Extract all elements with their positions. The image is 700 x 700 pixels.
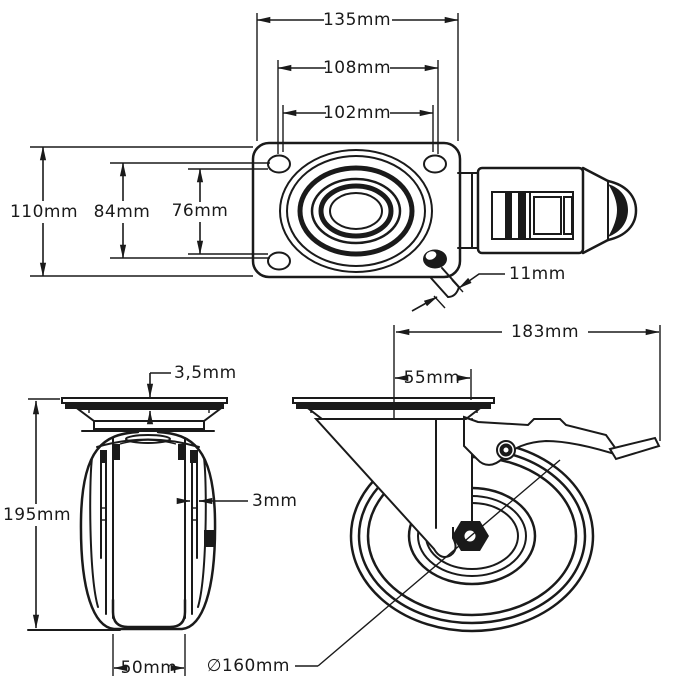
wheel-top-view <box>457 166 638 255</box>
brake-tab-front <box>204 530 214 547</box>
dimension-fork-thickness: 3mm <box>176 491 297 511</box>
fork-thickness-label: 3mm <box>252 491 297 511</box>
dimension-hole-span-outer: 108mm <box>277 58 439 154</box>
dimension-plate-width: 135mm <box>256 10 459 141</box>
brake-pedal <box>608 436 661 461</box>
hole-diameter-label: 11mm <box>509 264 566 284</box>
dimension-plate-thickness: 3,5mm <box>146 363 237 425</box>
dimension-hole-diameter: 11mm <box>411 264 566 312</box>
hole-span-v-inner-label: 76mm <box>172 201 229 221</box>
dimension-hole-span-inner: 102mm <box>282 103 434 152</box>
dimension-overall-height: 195mm <box>3 398 71 629</box>
plate-width-label: 135mm <box>323 10 391 30</box>
plate-thickness-label: 3,5mm <box>174 363 237 383</box>
fork-leg <box>313 418 457 558</box>
plate-depth-label: 110mm <box>10 202 78 222</box>
swivel-offset-label: 55mm <box>404 368 461 388</box>
front-view: 195mm 3,5mm 3mm 50mm <box>3 363 297 678</box>
wheel-width-label: 50mm <box>121 658 178 678</box>
top-view: 135mm 108mm 102mm 110mm <box>10 10 638 312</box>
overall-length-label: 183mm <box>511 322 579 342</box>
hole-span-v-outer-label: 84mm <box>94 202 151 222</box>
hole-span-h-inner-label: 102mm <box>323 103 391 123</box>
dimension-wheel-diameter: ∅160mm <box>207 459 561 676</box>
wheel-diameter-label: ∅160mm <box>207 656 290 676</box>
dimension-overall-length: 183mm <box>393 322 661 441</box>
front-wheel <box>79 430 217 631</box>
front-plate <box>61 397 228 404</box>
hole-span-h-outer-label: 108mm <box>323 58 391 78</box>
dimension-plate-depth: 110mm <box>10 146 253 277</box>
overall-height-label: 195mm <box>3 505 71 525</box>
dimension-hole-span-v-outer: 84mm <box>94 162 270 259</box>
bolt-holes <box>267 154 447 271</box>
dimension-hole-span-v-inner: 76mm <box>172 168 268 255</box>
dimension-wheel-width: 50mm <box>112 634 186 678</box>
swivel-bearing-rings <box>279 149 433 273</box>
side-view: 183mm 55mm ∅160mm <box>207 322 661 676</box>
top-plate-outline <box>251 141 462 279</box>
dimension-swivel-offset: 55mm <box>394 368 472 400</box>
